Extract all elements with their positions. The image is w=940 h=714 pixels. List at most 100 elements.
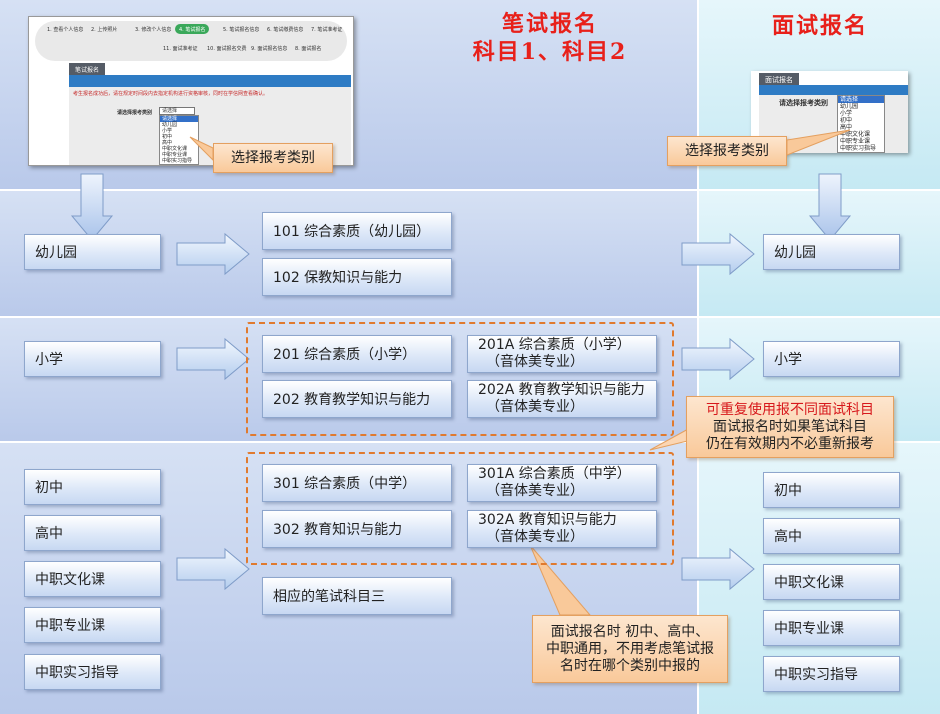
- left-dropdown-option-5[interactable]: 中职文化课: [162, 146, 188, 152]
- category-primary-written: 小学: [24, 341, 161, 377]
- subject-third: 相应的笔试科目三: [262, 577, 452, 615]
- note-select-category-left: 选择报考类别: [213, 143, 333, 173]
- arrow-primary-to-interview: [681, 337, 755, 381]
- note-general-line3: 名时在哪个类别中报的: [560, 657, 700, 674]
- right-dropdown-option-0[interactable]: 请选择: [838, 96, 884, 103]
- note-reuse-line3: 仍在有效期内不必重新报考: [706, 435, 874, 452]
- category-junior-interview: 初中: [763, 472, 900, 508]
- right-dropdown-option-1[interactable]: 幼儿园: [840, 103, 859, 110]
- divider-1: [0, 189, 940, 191]
- left-dropdown-option-7[interactable]: 中职实习指导: [162, 158, 193, 164]
- left-dropdown-option-2[interactable]: 小学: [162, 128, 173, 134]
- arrow-primary-to-written: [176, 337, 250, 381]
- category-select-value: 请选择: [162, 108, 178, 114]
- note-general-line2: 中职通用，不用考虑笔试报: [546, 640, 714, 657]
- subject-302a-line2: （音体美专业）: [486, 529, 584, 545]
- note-general-line1: 面试报名时 初中、高中、: [550, 623, 710, 640]
- step-row2-2[interactable]: 10. 面试报名交费: [207, 45, 247, 52]
- category-kindergarten-written: 幼儿园: [24, 234, 161, 270]
- subject-201: 201 综合素质（小学）: [262, 335, 452, 373]
- panel-title: 笔试报名: [69, 63, 106, 76]
- category-senior-interview: 高中: [763, 518, 900, 554]
- note-select-category-left-text: 选择报考类别: [231, 149, 315, 166]
- step-5[interactable]: 5. 笔试报名信息: [223, 26, 260, 33]
- left-dropdown-option-6[interactable]: 中职专业课: [162, 152, 188, 158]
- subject-301a-line2: （音体美专业）: [486, 483, 584, 499]
- step-row2-3[interactable]: 9. 面试报名信息: [251, 45, 288, 52]
- category-vocational-major-interview: 中职专业课: [763, 610, 900, 646]
- left-dropdown-option-0[interactable]: 请选择: [160, 116, 198, 122]
- step-3[interactable]: 3. 修改个人信息: [135, 26, 172, 33]
- right-dropdown-option-7[interactable]: 中职实习指导: [840, 145, 877, 152]
- subject-301a: 301A 综合素质（中学） （音体美专业）: [467, 464, 657, 502]
- category-vocational-major-written: 中职专业课: [24, 607, 161, 643]
- note-select-category-right-text: 选择报考类别: [685, 142, 769, 159]
- subject-102: 102 保教知识与能力: [262, 258, 452, 296]
- category-vocational-practice-interview: 中职实习指导: [763, 656, 900, 692]
- arrow-down-left: [70, 173, 114, 241]
- category-kindergarten-interview: 幼儿园: [763, 234, 900, 270]
- category-vocational-culture-interview: 中职文化课: [763, 564, 900, 600]
- right-dropdown-option-4[interactable]: 高中: [840, 124, 853, 131]
- note-reuse-line2: 面试报名时如果笔试科目: [713, 418, 867, 435]
- left-dropdown-option-3[interactable]: 初中: [162, 134, 173, 140]
- subject-101: 101 综合素质（幼儿园）: [262, 212, 452, 250]
- primary-subjects-group: [246, 322, 674, 436]
- interview-panel-title: 面试报名: [759, 73, 799, 87]
- step-4[interactable]: 4. 笔试报名: [175, 24, 210, 34]
- category-label: 请选择报考类别: [117, 110, 153, 116]
- written-title-line2: 科目1、科目2: [472, 39, 628, 65]
- right-dropdown-option-6[interactable]: 中职专业课: [840, 138, 871, 145]
- step-row2-1[interactable]: 11. 面试准考证: [163, 45, 198, 52]
- warning-text: 考生报名成功后，请在规定时间段内去指定机构进行资格审核，同时在学信网查看确认。: [73, 91, 269, 97]
- subject-302a-line1: 302A 教育知识与能力: [478, 512, 617, 528]
- arrow-secondary-to-interview: [681, 547, 755, 591]
- note-general-categories: 面试报名时 初中、高中、 中职通用，不用考虑笔试报 名时在哪个类别中报的: [532, 615, 728, 683]
- subject-202a-line2: （音体美专业）: [486, 399, 584, 415]
- category-senior-written: 高中: [24, 515, 161, 551]
- subject-202a-line1: 202A 教育教学知识与能力: [478, 382, 645, 398]
- note-reuse-written: 可重复使用报不同面试科目 面试报名时如果笔试科目 仍在有效期内不必重新报考: [686, 396, 894, 458]
- category-vocational-practice-written: 中职实习指导: [24, 654, 161, 690]
- step-6[interactable]: 6. 笔试缴费信息: [267, 26, 304, 33]
- right-dropdown-option-3[interactable]: 初中: [840, 117, 853, 124]
- subject-201a: 201A 综合素质（小学） （音体美专业）: [467, 335, 657, 373]
- interview-category-dropdown[interactable]: 请选择幼儿园小学初中高中中职文化课中职专业课中职实习指导: [837, 95, 885, 153]
- subject-202: 202 教育教学知识与能力: [262, 380, 452, 418]
- note-select-category-right: 选择报考类别: [667, 136, 787, 166]
- step-7[interactable]: 7. 笔试准考证: [311, 26, 343, 33]
- right-dropdown-option-5[interactable]: 中职文化课: [840, 131, 871, 138]
- interview-category-label: 请选择报考类别: [779, 99, 828, 107]
- category-select[interactable]: 请选择: [159, 107, 195, 115]
- category-junior-written: 初中: [24, 469, 161, 505]
- written-title-line1: 笔试报名: [501, 11, 598, 37]
- divider-3: [0, 441, 940, 443]
- arrow-secondary-to-written: [176, 547, 250, 591]
- subject-301: 301 综合素质（中学）: [262, 464, 452, 502]
- left-dropdown-option-1[interactable]: 幼儿园: [162, 122, 178, 128]
- category-vocational-culture-written: 中职文化课: [24, 561, 161, 597]
- right-dropdown-option-2[interactable]: 小学: [840, 110, 853, 117]
- written-title: 笔试报名 科目1、科目2: [420, 10, 680, 66]
- interview-title: 面试报名: [771, 13, 868, 39]
- left-dropdown-option-4[interactable]: 高中: [162, 140, 173, 146]
- step-row2-4[interactable]: 8. 面试报名: [295, 45, 322, 52]
- category-primary-interview: 小学: [763, 341, 900, 377]
- divider-2: [0, 316, 940, 318]
- secondary-subjects-group: [246, 452, 674, 565]
- subject-301a-line1: 301A 综合素质（中学）: [478, 466, 631, 482]
- panel-strip: [69, 75, 351, 87]
- step-2[interactable]: 2. 上传照片: [91, 26, 118, 33]
- arrow-down-right: [808, 173, 852, 241]
- step-1[interactable]: 1. 查看个人信息: [47, 26, 84, 33]
- subject-201a-line2: （音体美专业）: [486, 354, 584, 370]
- arrow-kindergarten-to-written: [176, 232, 250, 276]
- subject-202a: 202A 教育教学知识与能力 （音体美专业）: [467, 380, 657, 418]
- note-reuse-line1: 可重复使用报不同面试科目: [706, 401, 874, 418]
- subject-302: 302 教育知识与能力: [262, 510, 452, 548]
- arrow-kindergarten-to-interview: [681, 232, 755, 276]
- interview-panel-strip: [759, 85, 908, 95]
- subject-201a-line1: 201A 综合素质（小学）: [478, 337, 631, 353]
- subject-302a: 302A 教育知识与能力 （音体美专业）: [467, 510, 657, 548]
- written-registration-screenshot: 笔试报名 考生报名成功后，请在规定时间段内去指定机构进行资格审核，同时在学信网查…: [28, 16, 354, 166]
